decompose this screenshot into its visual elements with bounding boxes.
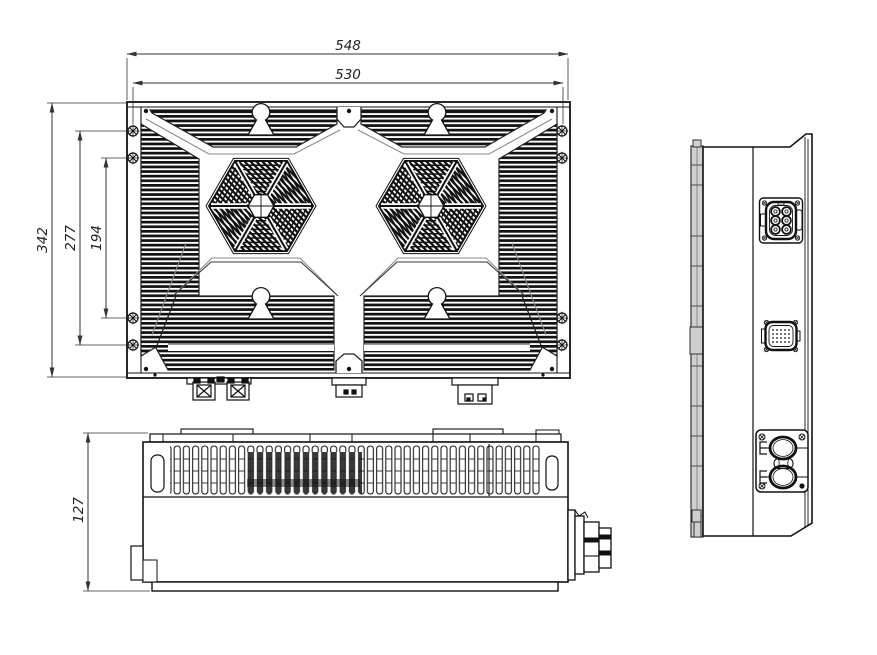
front-view [130,428,612,592]
side-view [689,133,813,538]
side-gland-connector [567,509,612,581]
bottom-center-tab [335,353,363,373]
dc-connector-pair [186,376,252,401]
dim-label-127: 127 [71,497,87,523]
terminal-plate [755,429,809,493]
center-connector [331,377,367,398]
dim-label-277: 277 [63,225,79,251]
dim-overall-width: 548 [126,38,569,100]
cover-screws [143,108,555,377]
dim-label-342: 342 [35,227,51,253]
signal-connector-bottom [451,377,499,405]
top-center-tab [336,107,362,128]
base-plate [151,581,559,592]
dim-mounting-pitch-inner: 194 [89,157,128,319]
dim-label-194: 194 [89,225,105,251]
signal-connector [761,319,801,353]
heatsink-fins-top [140,109,558,371]
top-bracket-strip [149,433,562,443]
dim-mounting-width: 530 [132,67,564,124]
dim-label-548: 548 [335,38,361,54]
dim-overall-height: 127 [71,432,150,592]
rib-bands [145,118,553,336]
front-fins-dark [247,452,362,494]
dim-overall-depth: 342 [35,102,126,378]
top-view [126,101,571,405]
dimensions: 548 530 342 277 194 [35,38,569,592]
left-foot [130,545,144,581]
dim-label-530: 530 [335,67,361,83]
hv-connector [758,197,804,244]
dim-mounting-pitch-outer: 277 [63,130,128,346]
